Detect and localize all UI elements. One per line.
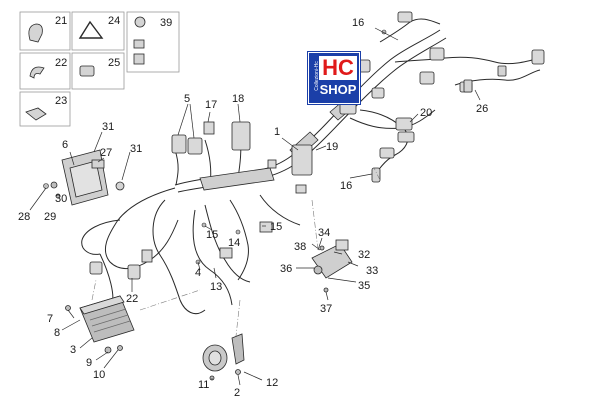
- connectors: [89, 11, 545, 280]
- voltage-regulator-3: [65, 295, 135, 354]
- harness-26: [463, 65, 507, 93]
- callout-20: 20: [420, 107, 432, 119]
- hc-shop-logo: Collezioni-Hc HC SHOP: [308, 52, 360, 104]
- callout-3: 3: [70, 344, 76, 356]
- callout-15-right: 15: [270, 221, 282, 233]
- bracket-assembly-32: [311, 239, 353, 293]
- callout-1: 1: [274, 126, 280, 138]
- callout-23: 23: [55, 95, 67, 107]
- callout-10: 10: [93, 369, 105, 381]
- callout-22-lower: 22: [126, 293, 138, 305]
- callout-24: 24: [108, 15, 120, 27]
- callout-15-left: 15: [206, 229, 218, 241]
- callout-37: 37: [320, 303, 332, 315]
- callout-19: 19: [326, 141, 338, 153]
- connector-39b: [133, 53, 145, 65]
- callout-7: 7: [47, 313, 53, 325]
- callout-21: 21: [55, 15, 67, 27]
- callout-27: 27: [100, 147, 112, 159]
- inset-boxes: [19, 11, 180, 127]
- harness-loop-left: [105, 187, 179, 269]
- clamp-22: [29, 66, 45, 79]
- callout-2: 2: [234, 387, 240, 399]
- callout-16-top: 16: [352, 17, 364, 29]
- connector-18: [231, 121, 251, 151]
- callout-32: 32: [358, 249, 370, 261]
- relay-17: [203, 121, 215, 135]
- callout-18: 18: [232, 93, 244, 105]
- callout-35: 35: [358, 280, 370, 292]
- callout-33: 33: [366, 265, 378, 277]
- callout-14: 14: [228, 237, 240, 249]
- connector-19: [379, 147, 395, 159]
- leader-lines: [29, 27, 481, 386]
- grommet-39: [134, 16, 146, 28]
- callout-16-lower: 16: [340, 180, 352, 192]
- connector-block-5b: [187, 137, 203, 155]
- connector-top: [397, 11, 413, 23]
- sensor-16b: [371, 167, 381, 183]
- inset-box-22: [19, 52, 71, 90]
- callout-38: 38: [294, 241, 306, 253]
- callout-39: 39: [160, 17, 172, 29]
- callout-4: 4: [195, 267, 201, 279]
- horn-2: [202, 333, 245, 381]
- callout-30: 30: [55, 193, 67, 205]
- callout-12: 12: [266, 377, 278, 389]
- callout-25: 25: [108, 57, 120, 69]
- connector-20b: [397, 131, 415, 143]
- callout-labels: 21 24 39 22 25 23 16 5 17 18 1 20 26 31 …: [18, 15, 488, 399]
- callout-36: 36: [280, 263, 292, 275]
- connector-block-5a: [171, 134, 187, 154]
- logo-shop-text: SHOP: [319, 82, 357, 97]
- callout-29: 29: [44, 211, 56, 223]
- inset-box-23: [19, 91, 71, 127]
- callout-11: 11: [198, 379, 209, 391]
- inset-parts: [25, 16, 146, 121]
- inset-box-21: [19, 11, 71, 51]
- holder-23: [25, 107, 47, 121]
- callout-28: 28: [18, 211, 30, 223]
- clip-21: [28, 23, 43, 43]
- callout-22: 22: [55, 57, 67, 69]
- callout-8: 8: [54, 327, 60, 339]
- fuse-box-1: [291, 144, 313, 176]
- callout-34: 34: [318, 227, 330, 239]
- inset-box-24: [71, 11, 125, 51]
- callout-9: 9: [86, 357, 92, 369]
- sensor-27: [91, 159, 125, 191]
- cable-tie-24: [78, 20, 104, 39]
- connector-39a: [133, 39, 145, 49]
- callout-5: 5: [184, 93, 190, 105]
- callout-6: 6: [62, 139, 68, 151]
- callout-31-upper: 31: [102, 121, 114, 133]
- callout-31-lower: 31: [130, 143, 142, 155]
- logo-hc-text: HC: [319, 56, 357, 80]
- guide-lines: [91, 167, 381, 337]
- callout-26: 26: [476, 103, 488, 115]
- callout-13: 13: [210, 281, 222, 293]
- connector-20a: [395, 117, 413, 131]
- clip-25: [79, 65, 95, 77]
- callout-17: 17: [205, 99, 217, 111]
